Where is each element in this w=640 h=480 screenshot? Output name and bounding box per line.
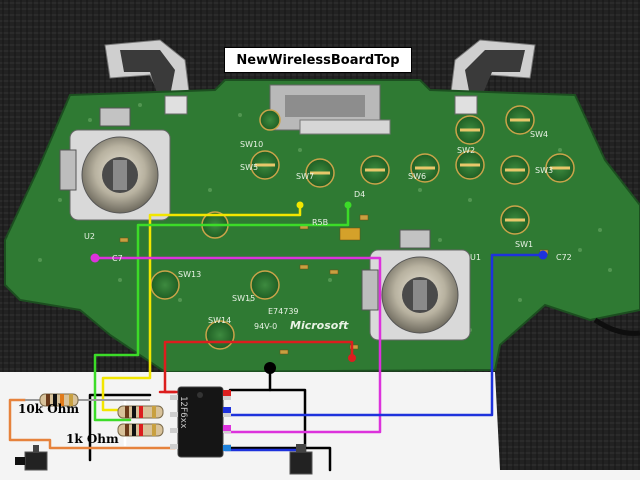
silk-sw10: SW10	[240, 140, 264, 149]
silk-c7: C7	[112, 254, 123, 263]
trigger-brackets	[104, 39, 536, 106]
silk-sw3: SW3	[535, 166, 554, 175]
pic-chip	[170, 386, 231, 458]
silk-sw2: SW2	[457, 146, 476, 155]
push-button-left	[15, 445, 48, 471]
wire-black	[268, 388, 307, 462]
wire-yellow	[101, 203, 302, 412]
wire-black	[88, 393, 152, 462]
silk-sw5: SW5	[240, 163, 259, 172]
silk-u2: U2	[84, 232, 95, 241]
silk-sw7: SW7	[296, 172, 315, 181]
silk-sw6: SW6	[408, 172, 427, 181]
resistor-1k-a	[117, 405, 164, 419]
silk-brand: Microsoft	[290, 319, 349, 332]
resistor-10k	[25, 393, 150, 407]
wire-black	[228, 446, 332, 472]
wire-orange	[8, 398, 177, 450]
resistor-1k-label: 1k Ohm	[66, 432, 119, 446]
left-analog-stick	[59, 107, 171, 221]
silk-c72: C72	[556, 253, 572, 262]
wire-blue	[223, 253, 545, 417]
chip-label: 12F6xx	[178, 396, 188, 429]
side-cable	[593, 317, 640, 336]
silk-94v0: 94V-0	[254, 322, 278, 331]
silk-sw14: SW14	[208, 316, 232, 325]
pad-stripes	[255, 118, 570, 222]
resistor-1k-b	[117, 423, 164, 437]
silk-sw13: SW13	[178, 270, 202, 279]
silk-sw1: SW1	[515, 240, 534, 249]
right-analog-stick	[361, 229, 471, 341]
silk-e74739: E74739	[268, 307, 299, 316]
solder-dots	[90, 201, 548, 374]
push-button-right	[289, 444, 313, 475]
silk-r5b: R5B	[312, 218, 329, 227]
wire-magenta	[93, 256, 382, 434]
silk-d4: D4	[354, 190, 366, 199]
resistor-10k-label: 10k Ohm	[18, 402, 80, 416]
silk-u1: U1	[470, 253, 481, 262]
silk-sw15: SW15	[232, 294, 256, 303]
wire-green	[93, 203, 350, 422]
center-connector	[269, 84, 391, 135]
silk-sw4: SW4	[530, 130, 549, 139]
shoulder-switches	[164, 95, 478, 115]
diagram-title: NewWirelessBoardTop	[224, 47, 412, 73]
pcb-vias	[38, 103, 612, 332]
